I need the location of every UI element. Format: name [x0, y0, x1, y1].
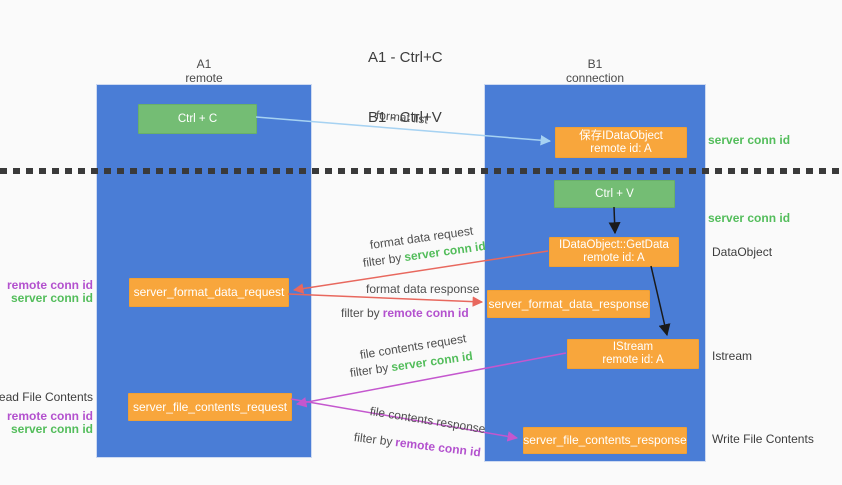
server-format-data-request-label: server_format_data_request [133, 285, 285, 299]
file-contents-response-label: file contents response [368, 404, 487, 437]
read-file-contents-annotation: Read File Contents [0, 390, 93, 404]
getdata-line1: IDataObject::GetData [559, 239, 669, 251]
server-file-contents-request-label: server_file_contents_request [132, 399, 288, 414]
server-format-data-request-node: server_format_data_request [129, 278, 289, 307]
istream-line1: IStream [612, 341, 654, 353]
remote-conn-id-annotation: remote conn id [6, 409, 93, 423]
save-dataobject-line2: remote id: A [590, 142, 652, 155]
istream-line2: remote id: A [602, 354, 664, 366]
save-dataobject-line1: 保存IDataObject [579, 129, 663, 142]
title-line-1: A1 - Ctrl+C [368, 49, 443, 66]
ctrl-v-node: Ctrl + V [554, 180, 675, 208]
remote-conn-id-annotation: remote conn id [6, 278, 93, 292]
ctrl-c-label: Ctrl + C [177, 112, 218, 125]
server-file-contents-request-node: server_file_contents_request [128, 393, 292, 421]
file-contents-response-filter: filter byremote conn id [353, 430, 481, 459]
lane-a1-header: A1 remote [144, 57, 264, 85]
lane-b1-subtitle: connection [565, 71, 625, 85]
remote-conn-id-text: remote conn id [394, 435, 482, 460]
remote-conn-id-text: remote conn id [382, 306, 469, 320]
filter-by-text: filter by [341, 306, 380, 320]
left-conn-id-pair-1: remote conn id server conn id [0, 279, 93, 305]
filter-by-text: filter by [362, 250, 403, 270]
server-conn-id-annotation-top: server conn id [708, 133, 791, 147]
lane-a1-subtitle: remote [185, 71, 223, 85]
lane-b1-header: B1 connection [535, 57, 655, 85]
filter-by-text: filter by [353, 430, 394, 449]
ctrl-c-node: Ctrl + C [138, 104, 257, 134]
save-dataobject-node: 保存IDataObject remote id: A [555, 127, 687, 158]
istream-node: IStream remote id: A [567, 339, 699, 369]
server-format-data-response-node: server_format_data_response [487, 290, 650, 318]
format-data-response-label: format data response [366, 282, 480, 296]
dataobject-annotation: DataObject [712, 245, 773, 259]
server-conn-id-annotation-mid: server conn id [708, 211, 791, 225]
server-format-data-response-label: server_format_data_response [488, 296, 649, 311]
ctrl-v-label: Ctrl + V [595, 187, 634, 200]
server-conn-id-annotation: server conn id [10, 291, 93, 305]
lane-a1-title: A1 [196, 57, 212, 71]
divider-dashed-line [0, 168, 842, 174]
server-conn-id-annotation: server conn id [10, 422, 93, 436]
write-file-contents-annotation: Write File Contents [712, 432, 814, 446]
getdata-line2: remote id: A [583, 252, 645, 264]
getdata-node: IDataObject::GetData remote id: A [549, 237, 679, 267]
server-file-contents-response-label: server_file_contents_response [523, 433, 687, 447]
lane-b1-title: B1 [587, 57, 603, 71]
istream-annotation: Istream [712, 349, 753, 363]
left-conn-id-pair-2: remote conn id server conn id [0, 410, 93, 436]
filter-by-text: filter by [349, 360, 390, 380]
diagram-title: A1 - Ctrl+C B1 - Ctrl+V [368, 8, 443, 168]
server-file-contents-response-node: server_file_contents_response [523, 427, 687, 454]
